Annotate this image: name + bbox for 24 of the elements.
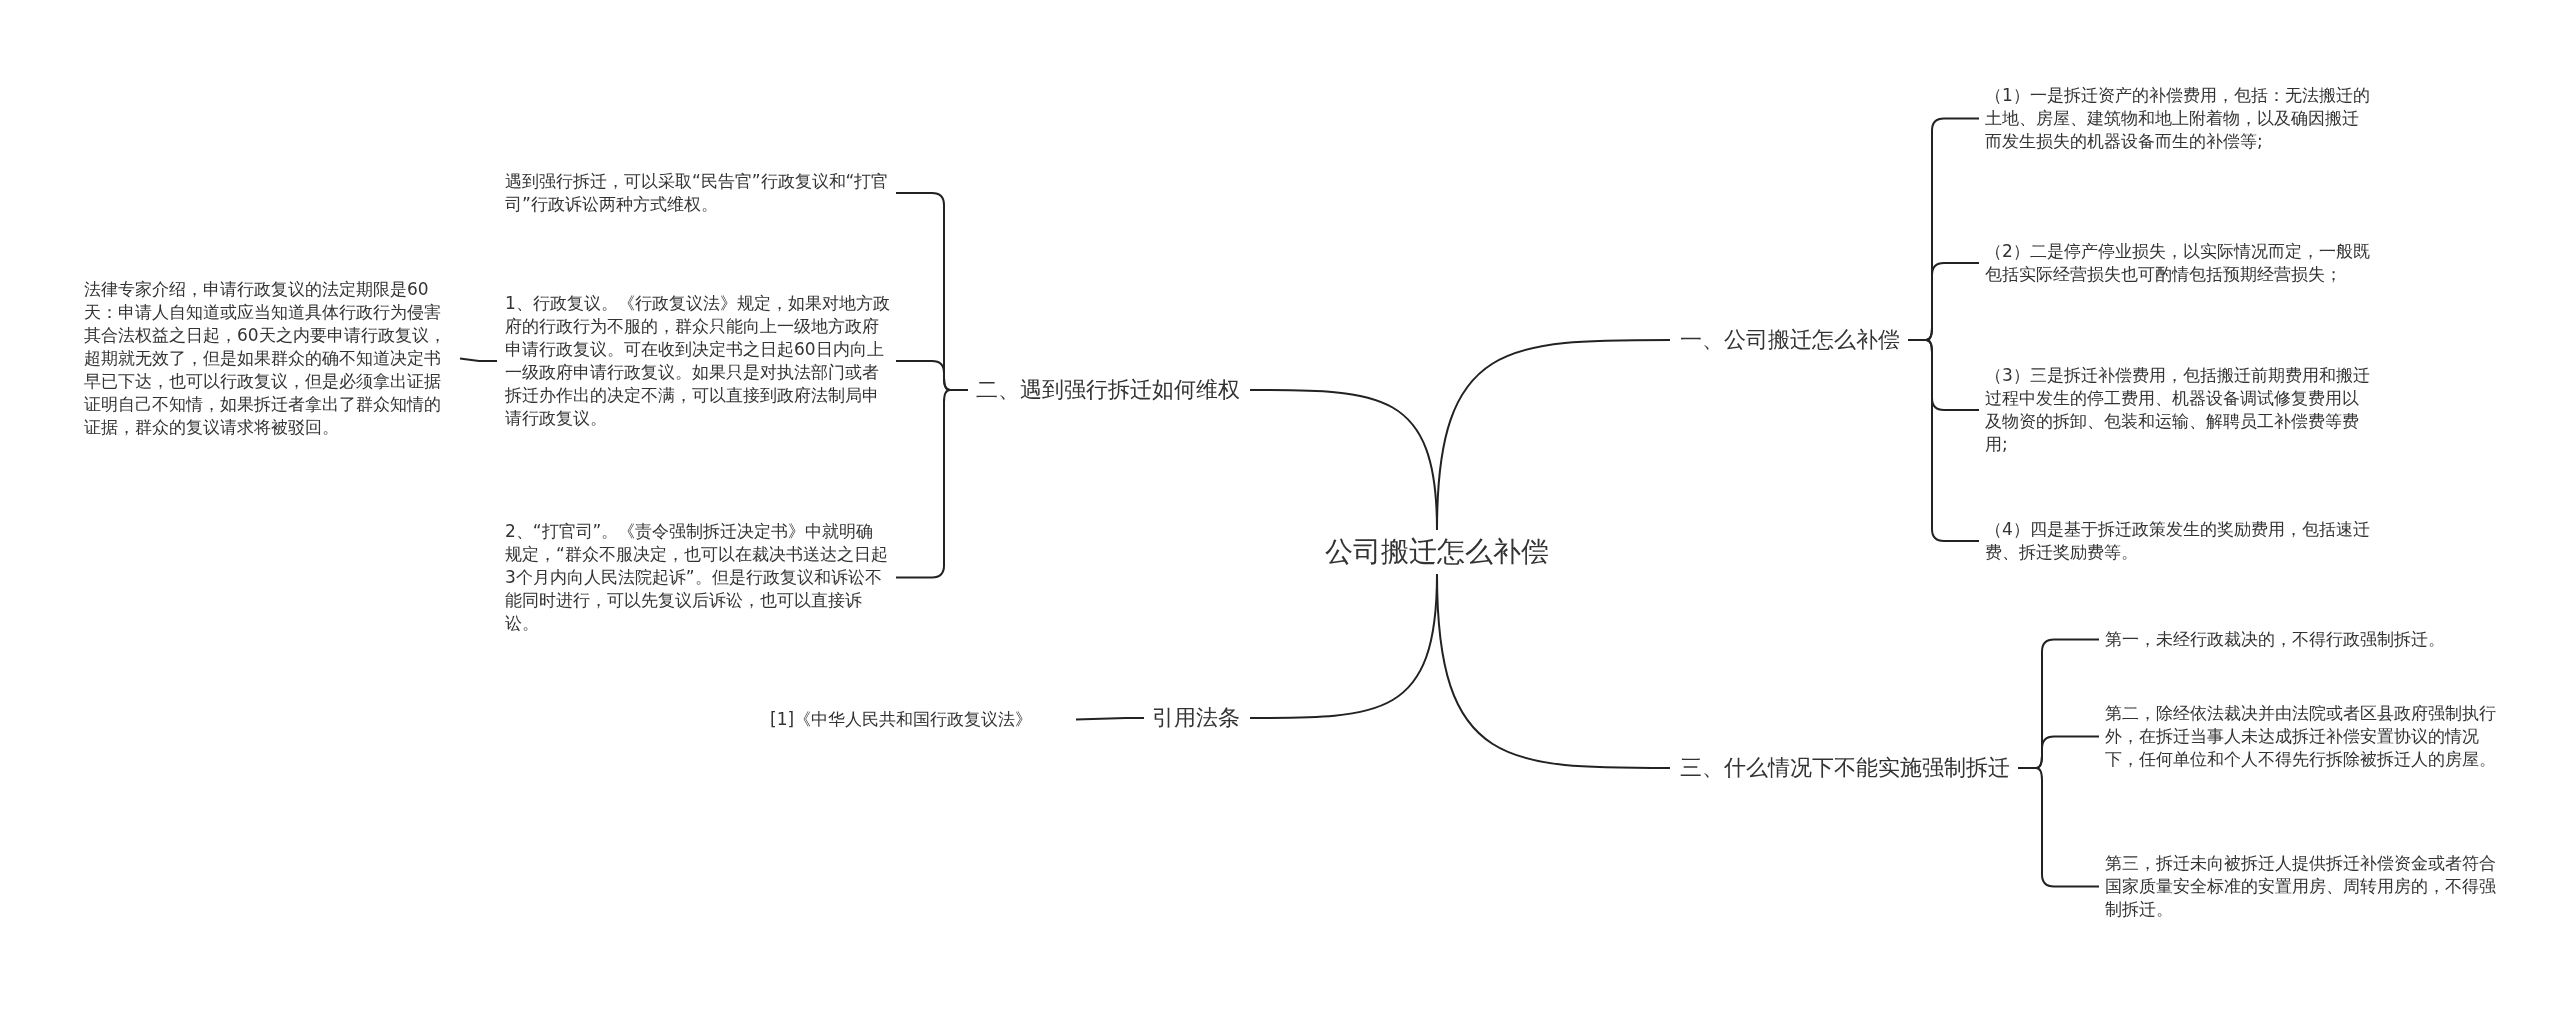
branch-topic: 三、什么情况下不能实施强制拆迁 — [1680, 754, 2010, 782]
note-text: 1、行政复议。《行政复议法》规定，如果对地方政府的行政行为不服的，群众只能向上一级地方政府申请行政复议。可在收到决定书之日起60日内向上一级政府申请行政复议。如果只是对执法部门或者拆迁办作出的决定不满，可以直接到政府法制局申请行政复议。 — [505, 292, 890, 430]
branch-topic: 一、公司搬迁怎么补偿 — [1680, 326, 1900, 354]
connector-line — [1249, 389, 1438, 531]
note-text: （1）一是拆迁资产的补偿费用，包括：无法搬迁的土地、房屋、建筑物和地上附着物，以及确因搬迁而发生损失的机器设备而生的补偿等; — [1985, 84, 2375, 153]
note-text: 第三，拆迁未向被拆迁人提供拆迁补偿资金或者符合国家质量安全标准的安置用房、周转用房的，不得强制拆迁。 — [2105, 852, 2505, 921]
note-text: （4）四是基于拆迁政策发生的奖励费用，包括速迁费、拆迁奖励费等。 — [1985, 518, 2375, 564]
connector-line — [459, 357, 498, 362]
connector-line — [1907, 339, 1980, 542]
note-text: （3）三是拆迁补偿费用，包括搬迁前期费用和搬迁过程中发生的停工费用、机器设备调试修复费用以及物资的拆卸、包装和运输、解聘员工补偿费等费用; — [1985, 364, 2375, 456]
note-text: 2、“打官司”。《责令强制拆迁决定书》中就明确规定，“群众不服决定，也可以在裁决书送达之日起3个月内向人民法院起诉”。但是行政复议和诉讼不能同时进行，可以先复议后诉讼，也可以直接诉讼。 — [505, 520, 890, 635]
connector-line — [1436, 573, 1671, 769]
note-text: 遇到强行拆迁，可以采取“民告官”行政复议和“打官司”行政诉讼两种方式维权。 — [505, 170, 890, 216]
branch-topic: 二、遇到强行拆迁如何维权 — [976, 376, 1240, 404]
central-topic: 公司搬迁怎么补偿 — [1325, 534, 1549, 570]
connector-line — [1075, 717, 1145, 721]
connector-line — [2017, 767, 2100, 888]
note-text: 第一，未经行政裁决的，不得行政强制拆迁。 — [2105, 628, 2505, 651]
note-text: （2）二是停产停业损失，以实际情况而定，一般既包括实际经营损失也可酌情包括预期经营损失； — [1985, 240, 2375, 286]
note-text: 第二，除经依法裁决并由法院或者区县政府强制执行外，在拆迁当事人未达成拆迁补偿安置协议的情况下，任何单位和个人不得先行拆除被拆迁人的房屋。 — [2105, 702, 2505, 771]
note-text: 法律专家介绍，申请行政复议的法定期限是60天：申请人自知道或应当知道具体行政行为侵害其合法权益之日起，60天之内要申请行政复议，超期就无效了，但是如果群众的确不知道决定书早已下达，也可以行政复议，但是必须拿出证据证明自己不知情，如果拆迁者拿出了群众知情的证据，群众的复议请求将被驳回。 — [84, 278, 454, 439]
connector-line — [895, 389, 969, 579]
branch-topic: 引用法条 — [1152, 704, 1240, 732]
note-text: [1]《中华人民共和国行政复议法》 — [770, 708, 1070, 731]
